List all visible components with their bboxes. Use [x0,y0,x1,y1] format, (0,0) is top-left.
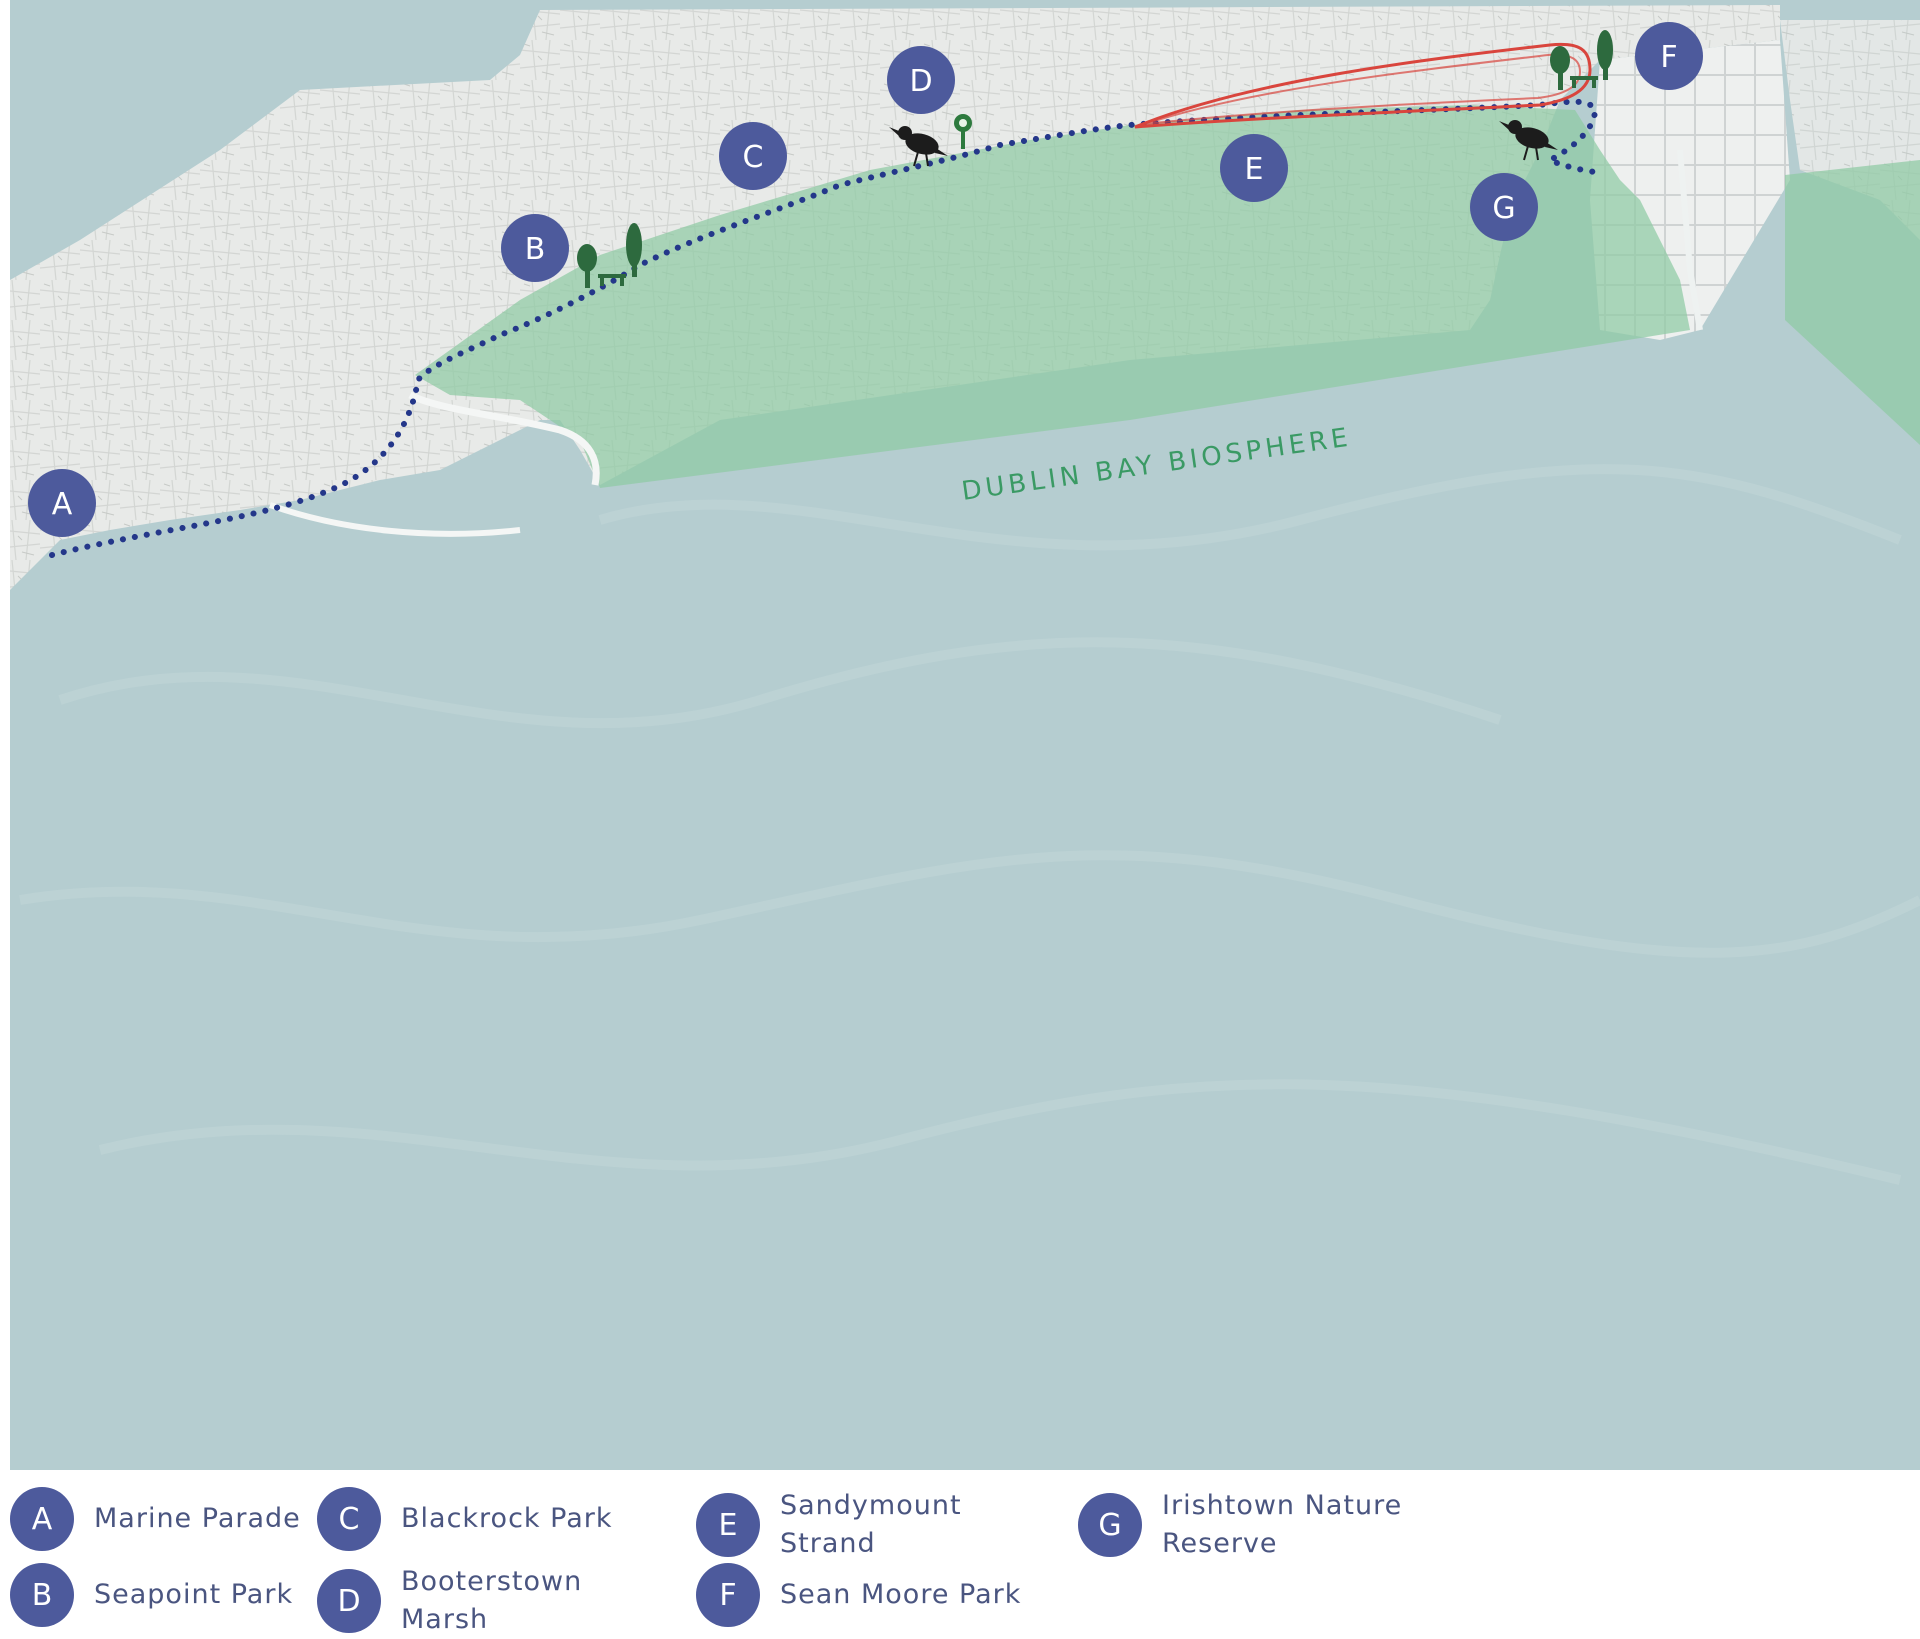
legend-item-g: G Irishtown Nature Reserve [1078,1487,1432,1563]
dublin-bay-map: A B C D E F G DUBLIN BAY BIOSPHERE [10,0,1920,1470]
bird-icon [889,126,948,167]
legend-item-b: B Seapoint Park [10,1563,293,1627]
svg-text:E: E [1245,152,1264,187]
tree-icon [1550,46,1570,90]
sea-texture [19,464,1920,1185]
legend-item-d: D Booterstown Marsh [317,1563,671,1639]
legend-label: Booterstown Marsh [401,1566,583,1635]
port-wall [1677,149,1703,331]
flower-icon [954,114,972,149]
marker-a[interactable]: A [28,469,96,537]
legend-label: Blackrock Park [401,1503,613,1534]
marker-b[interactable]: B [501,214,569,282]
legend-item-e: E Sandymount Strand [696,1487,1050,1563]
svg-text:C: C [743,140,764,175]
bench-icon [598,274,626,286]
biosphere-zone-east [1785,160,1920,445]
legend-label: Irishtown Nature Reserve [1162,1490,1403,1559]
bird-icon [1499,120,1558,161]
marker-g[interactable]: G [1470,173,1538,241]
sean-moore-loop [1134,42,1592,129]
legend-item-a: A Marine Parade [10,1487,301,1551]
legend-badge: F [696,1563,760,1627]
marker-d[interactable]: D [887,46,955,114]
harbour-pier-east [268,502,521,537]
legend-badge: C [317,1487,381,1551]
marker-c[interactable]: C [719,122,787,190]
sean-moore-loop-inner [1144,53,1582,125]
tree-icon [577,244,597,288]
legend-item-c: C Blackrock Park [317,1487,613,1551]
legend-badge: E [696,1493,760,1557]
bench-icon [1570,76,1598,88]
biosphere-zone [415,105,1690,488]
svg-text:F: F [1660,40,1677,75]
legend-label: Marine Parade [94,1503,301,1534]
coastal-route [49,98,1599,558]
legend-badge: B [10,1563,74,1627]
svg-text:B: B [525,232,546,267]
legend-badge: A [10,1487,74,1551]
legend-badge: G [1078,1493,1142,1557]
legend-badge: D [317,1569,381,1633]
tree-icon [1597,30,1613,80]
legend-label: Sean Moore Park [780,1579,1022,1610]
marker-f[interactable]: F [1635,22,1703,90]
legend-label: Sandymount Strand [780,1490,962,1559]
svg-text:D: D [909,64,932,99]
tree-icon [626,223,642,277]
legend-item-f: F Sean Moore Park [696,1563,1021,1627]
harbour-pier [408,391,600,486]
svg-text:G: G [1492,191,1515,226]
marker-e[interactable]: E [1220,134,1288,202]
svg-text:A: A [52,487,73,522]
legend-label: Seapoint Park [94,1579,294,1610]
map-legend: A Marine Parade B Seapoint Park C Blackr… [0,1470,1920,1636]
